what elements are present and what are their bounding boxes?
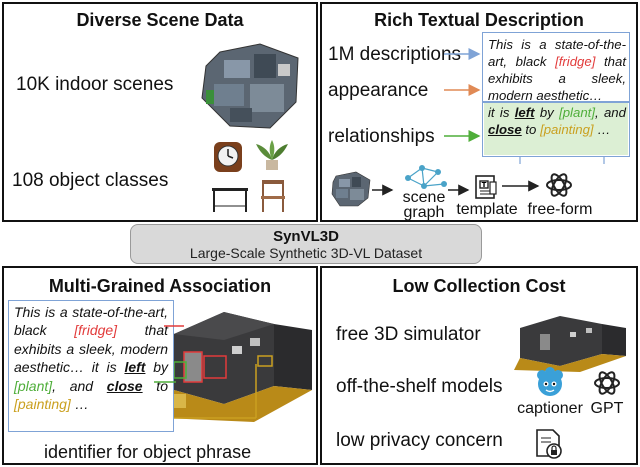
panel-low-collection-cost: Low Collection Cost free 3D simulator of… <box>320 266 638 465</box>
chair-icon <box>261 180 285 212</box>
appearance-text: This is a state-of-the-art, black [fridg… <box>488 37 626 103</box>
description-count: 1M descriptions <box>328 44 462 65</box>
scenes-count: 10K indoor scenes <box>16 74 174 95</box>
dataset-subtitle: Large-Scale Synthetic 3D-VL Dataset <box>189 245 423 261</box>
identifier-caption: identifier for object phrase <box>44 442 252 462</box>
openai-icon <box>546 173 572 197</box>
openai-icon <box>594 371 620 395</box>
dataset-name: SynVL3D <box>273 228 339 245</box>
free-form-label: free-form <box>527 201 593 218</box>
room-render-icon <box>164 312 312 422</box>
table-icon <box>212 188 248 212</box>
panel-title: Rich Textual Description <box>374 10 584 30</box>
room-render-icon <box>514 316 626 372</box>
appearance-label: appearance <box>328 80 429 101</box>
models-label: off-the-shelf models <box>336 376 503 397</box>
clock-icon <box>214 142 242 172</box>
gpt-label: GPT <box>590 400 624 417</box>
template-label: template <box>456 201 518 218</box>
relationships-label: relationships <box>328 126 435 147</box>
panel-title: Diverse Scene Data <box>76 10 244 30</box>
description-divider <box>482 101 630 103</box>
captioner-icon <box>537 367 563 396</box>
panel-diverse-scene-data: Diverse Scene Data 10K indoor scenes 108… <box>2 2 318 222</box>
svg-text:T: T <box>482 181 487 189</box>
association-text: This is a state-of-the-art, black [fridg… <box>14 304 168 413</box>
association-lines <box>154 325 257 419</box>
relationship-highlight <box>484 102 628 155</box>
simulator-label: free 3D simulator <box>336 324 481 345</box>
floorplan-icon <box>331 171 371 207</box>
relationship-text: it is left by [plant], and close to [pai… <box>488 105 626 137</box>
floorplan-icon <box>201 43 299 129</box>
dataset-banner: SynVL3D Large-Scale Synthetic 3D-VL Data… <box>130 224 482 264</box>
plant-icon <box>256 140 288 170</box>
scene-graph-label: scene graph <box>402 189 446 221</box>
captioner-label: captioner <box>517 400 583 417</box>
panel-rich-textual-description: Rich Textual Description 1M descriptions… <box>320 2 638 222</box>
arrows <box>372 48 605 196</box>
panel-multi-grained-association: Multi-Grained Association This is a stat… <box>2 266 318 465</box>
document-icon: T <box>475 175 497 199</box>
panel-title: Low Collection Cost <box>392 276 566 296</box>
description-box <box>8 300 174 432</box>
classes-count: 108 object classes <box>12 170 169 191</box>
panel-title: Multi-Grained Association <box>48 276 272 296</box>
graph-icon <box>405 165 447 189</box>
privacy-label: low privacy concern <box>336 430 503 451</box>
privacy-document-icon <box>536 429 562 459</box>
